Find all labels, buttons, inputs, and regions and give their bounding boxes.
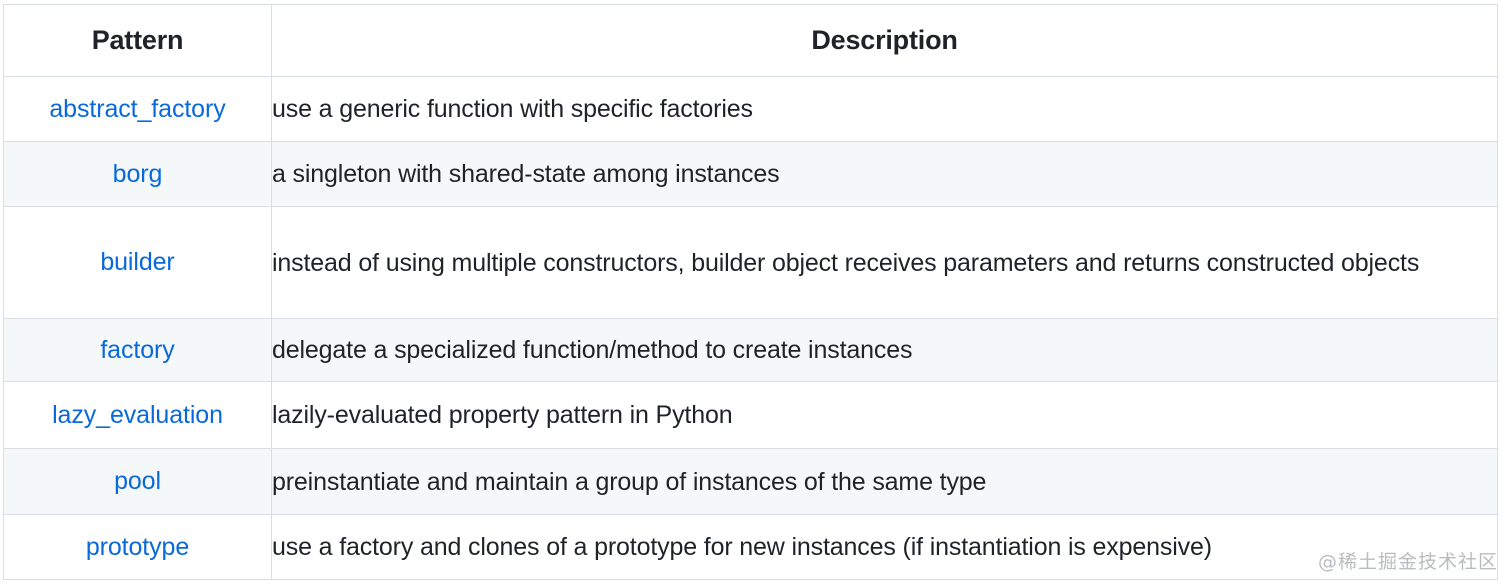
pattern-description: use a factory and clones of a prototype … xyxy=(271,514,1498,580)
pattern-link-lazy-evaluation[interactable]: lazy_evaluation xyxy=(3,381,272,449)
table-body: abstract_factory use a generic function … xyxy=(3,76,1498,580)
pattern-link-pool[interactable]: pool xyxy=(3,448,272,515)
table-header: Pattern Description xyxy=(3,4,1498,77)
pattern-link-abstract-factory[interactable]: abstract_factory xyxy=(3,76,272,142)
pattern-description: lazily-evaluated property pattern in Pyt… xyxy=(271,381,1498,449)
table-row: factory delegate a specialized function/… xyxy=(3,318,1498,382)
pattern-description: instead of using multiple constructors, … xyxy=(271,206,1498,319)
table-row: builder instead of using multiple constr… xyxy=(3,206,1498,319)
design-patterns-table: Pattern Description abstract_factory use… xyxy=(3,4,1498,580)
pattern-link-factory[interactable]: factory xyxy=(3,318,272,382)
table-row: abstract_factory use a generic function … xyxy=(3,76,1498,142)
table-row: borg a singleton with shared-state among… xyxy=(3,141,1498,207)
table-row: prototype use a factory and clones of a … xyxy=(3,514,1498,580)
pattern-description: use a generic function with specific fac… xyxy=(271,76,1498,142)
column-header-pattern: Pattern xyxy=(3,4,272,77)
pattern-description: a singleton with shared-state among inst… xyxy=(271,141,1498,207)
pattern-link-builder[interactable]: builder xyxy=(3,206,272,319)
pattern-description: preinstantiate and maintain a group of i… xyxy=(271,448,1498,515)
table-row: pool preinstantiate and maintain a group… xyxy=(3,448,1498,515)
pattern-link-borg[interactable]: borg xyxy=(3,141,272,207)
pattern-link-prototype[interactable]: prototype xyxy=(3,514,272,580)
table-row: lazy_evaluation lazily-evaluated propert… xyxy=(3,381,1498,449)
column-header-description: Description xyxy=(271,4,1498,77)
table-header-row: Pattern Description xyxy=(3,4,1498,77)
pattern-description: delegate a specialized function/method t… xyxy=(271,318,1498,382)
